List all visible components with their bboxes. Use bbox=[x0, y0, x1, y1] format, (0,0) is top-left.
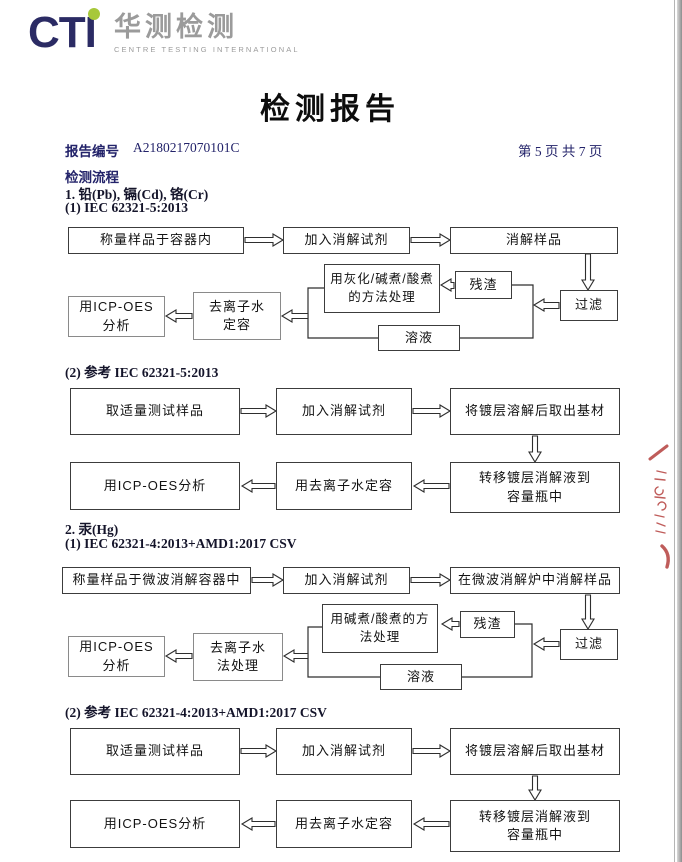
flow3-box-residue: 残渣 bbox=[460, 611, 515, 638]
flow1-box-add-reagent: 加入消解试剂 bbox=[283, 227, 410, 254]
flow4-box-dissolve-coating: 将镀层溶解后取出基材 bbox=[450, 728, 620, 775]
flow2-box-icp-oes-analysis: 用ICP-OES分析 bbox=[70, 462, 240, 510]
flow3-box-filter: 过滤 bbox=[560, 629, 618, 660]
flow4-box-take-sample: 取适量测试样品 bbox=[70, 728, 240, 775]
section-2-method-1: (1) IEC 62321-4:2013+AMD1:2017 CSV bbox=[65, 536, 297, 551]
section-1-method-1: (1) IEC 62321-5:2013 bbox=[65, 200, 188, 215]
flow2-box-transfer-to-flask: 转移镀层消解液到容量瓶中 bbox=[450, 462, 620, 513]
cti-logo: CTI 华测检测 CENTRE TESTING INTERNATIONAL bbox=[28, 6, 300, 58]
logo-chinese-name: 华测检测 bbox=[114, 12, 238, 42]
flow1-box-digest-sample: 消解样品 bbox=[450, 227, 618, 254]
flow2-box-take-sample: 取适量测试样品 bbox=[70, 388, 240, 435]
flow2-box-add-reagent: 加入消解试剂 bbox=[276, 388, 412, 435]
flow3-box-solution: 溶液 bbox=[380, 664, 462, 690]
page-indicator: 第 5 页 共 7 页 bbox=[518, 144, 603, 159]
section-1-title: 1. 铅(Pb), 镉(Cd), 铬(Cr) bbox=[65, 187, 209, 202]
flow1-box-ash-alkali-acid-treatment: 用灰化/碱煮/酸煮的方法处理 bbox=[324, 264, 440, 313]
flow3-box-weigh-sample: 称量样品于微波消解容器中 bbox=[62, 567, 251, 594]
report-number-value: A2180217070101C bbox=[133, 140, 240, 155]
flow2-box-deionized-water-volume: 用去离子水定容 bbox=[276, 462, 412, 510]
logo-wordmark: 华测检测 CENTRE TESTING INTERNATIONAL bbox=[114, 6, 300, 55]
red-stamp-fragment bbox=[648, 444, 670, 569]
section-2-method-2: (2) 参考 IEC 62321-4:2013+AMD1:2017 CSV bbox=[65, 705, 327, 720]
scan-edge-line bbox=[674, 0, 675, 862]
logo-english-name: CENTRE TESTING INTERNATIONAL bbox=[114, 45, 300, 54]
flow4-box-add-reagent: 加入消解试剂 bbox=[276, 728, 412, 775]
cti-logo-mark: CTI bbox=[28, 6, 106, 58]
flow1-box-filter: 过滤 bbox=[560, 290, 618, 321]
flow1-box-residue: 残渣 bbox=[455, 271, 512, 299]
flow3-box-deionized-water-treatment: 去离子水法处理 bbox=[193, 633, 283, 681]
flow2-box-dissolve-coating: 将镀层溶解后取出基材 bbox=[450, 388, 620, 435]
flow3-box-alkali-acid-treatment: 用碱煮/酸煮的方法处理 bbox=[322, 604, 438, 653]
flow4-box-transfer-to-flask: 转移镀层消解液到容量瓶中 bbox=[450, 800, 620, 852]
logo-green-dot-icon bbox=[88, 8, 100, 20]
flow1-box-weigh-sample: 称量样品于容器内 bbox=[68, 227, 244, 254]
section-2-title: 2. 汞(Hg) bbox=[65, 522, 119, 537]
cti-logo-text: CTI bbox=[28, 8, 97, 57]
section-1-method-2: (2) 参考 IEC 62321-5:2013 bbox=[65, 365, 219, 380]
flow1-box-deionized-water-volume: 去离子水定容 bbox=[193, 292, 281, 340]
report-number-label: 报告编号 bbox=[65, 144, 119, 159]
flow4-box-deionized-water-volume: 用去离子水定容 bbox=[276, 800, 412, 848]
section-testing-process: 检测流程 bbox=[65, 170, 119, 185]
flow1-box-solution: 溶液 bbox=[378, 325, 460, 351]
page-title: 检测报告 bbox=[260, 93, 400, 126]
flow4-box-icp-oes-analysis: 用ICP-OES分析 bbox=[70, 800, 240, 848]
flow3-box-add-reagent: 加入消解试剂 bbox=[283, 567, 410, 594]
flow3-box-microwave-digest: 在微波消解炉中消解样品 bbox=[450, 567, 620, 594]
scan-edge-band bbox=[677, 0, 682, 862]
